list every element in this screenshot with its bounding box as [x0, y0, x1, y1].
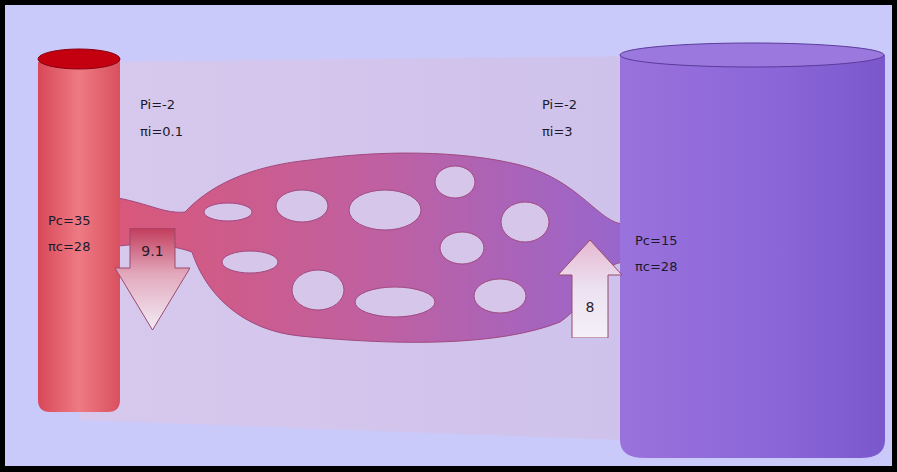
pressure-label: πi=0.1 [140, 125, 183, 139]
background [5, 5, 892, 466]
pressure-label: Pc=35 [48, 214, 90, 228]
pressure-label: πc=28 [635, 260, 677, 274]
capillary-network [118, 153, 625, 342]
pressure-label: Pi=-2 [140, 98, 175, 112]
venule [620, 43, 885, 458]
flow-arrow: 8 [558, 240, 622, 338]
flow-value: 9.1 [141, 244, 163, 259]
arteriole [38, 49, 120, 412]
flow-arrow: 9.1 [115, 228, 190, 330]
pressure-label: πi=3 [542, 125, 573, 139]
pressure-label: Pc=15 [635, 234, 677, 248]
flow-value: 8 [586, 300, 595, 315]
arrow-shape [558, 240, 622, 338]
pressure-label: πc=28 [48, 240, 90, 254]
pressure-label: Pi=-2 [542, 98, 577, 112]
